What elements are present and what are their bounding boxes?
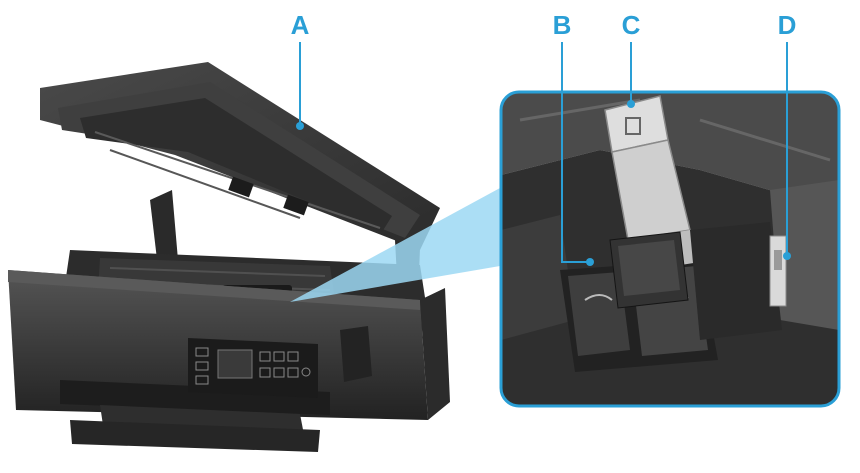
ink-cartridge xyxy=(609,231,689,309)
callout-label-d: D xyxy=(778,10,797,40)
leader-dot-d xyxy=(783,252,791,260)
joint-lever xyxy=(690,222,787,340)
printer-illustration xyxy=(8,62,450,452)
callout-label-c: C xyxy=(622,10,641,40)
callout-label-a: A xyxy=(291,10,310,40)
leader-dots xyxy=(296,100,791,266)
leader-dot-b xyxy=(586,258,594,266)
leader-line-b xyxy=(561,42,590,263)
cartridge-detail-inset xyxy=(499,90,841,408)
leader-lines xyxy=(299,42,788,263)
leader-dot-a xyxy=(296,122,304,130)
scanning-unit-cover xyxy=(40,62,440,250)
operation-panel xyxy=(188,338,318,398)
leader-dot-c xyxy=(627,100,635,108)
callout-label-b: B xyxy=(553,10,572,40)
zoom-beam xyxy=(290,188,500,302)
